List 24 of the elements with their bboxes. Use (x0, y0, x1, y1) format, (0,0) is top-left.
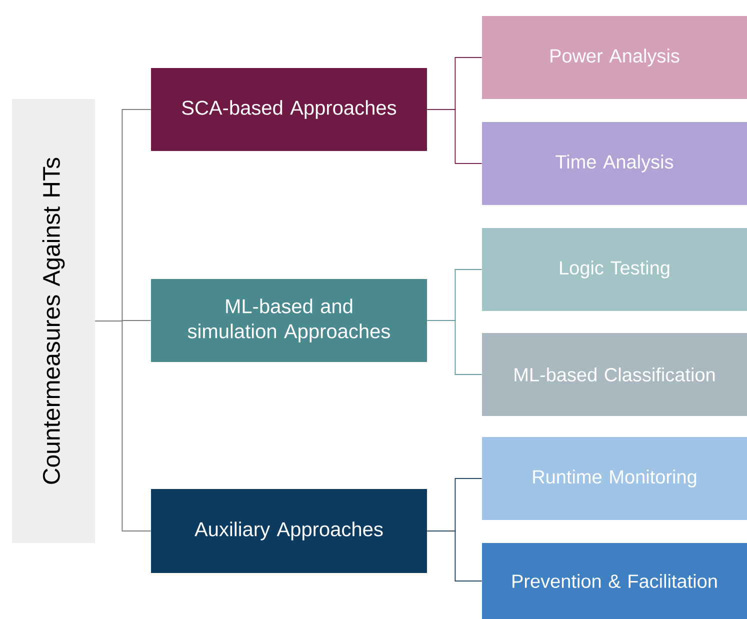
category-box (12, 99, 95, 543)
method-box (482, 437, 747, 520)
approach-box (151, 279, 427, 362)
box-label: Runtime Monitoring (533, 470, 696, 488)
box-label: Logic Testing (560, 260, 670, 278)
box-label: Auxiliary Approaches (194, 522, 383, 540)
approach-box (151, 68, 427, 151)
connector (426, 530, 482, 582)
method-box (482, 333, 747, 416)
box-label: Time Analysis (556, 154, 674, 172)
box-label: Countermeasures Against HTs (42, 158, 65, 484)
method-box (482, 16, 747, 99)
box-label: Prevention & Facilitation (512, 574, 717, 588)
box-label: ML-based Classification (514, 368, 715, 382)
connector (426, 320, 482, 375)
method-box (482, 543, 747, 619)
box-label: ML-based and simulation Approaches (188, 298, 390, 342)
box-label: SCA-based Approaches (182, 100, 396, 119)
method-box (482, 122, 747, 205)
connector (426, 109, 482, 164)
method-box (482, 228, 747, 311)
box-label: Power Analysis (550, 48, 680, 66)
approach-box (151, 489, 427, 573)
connector (94, 320, 152, 532)
